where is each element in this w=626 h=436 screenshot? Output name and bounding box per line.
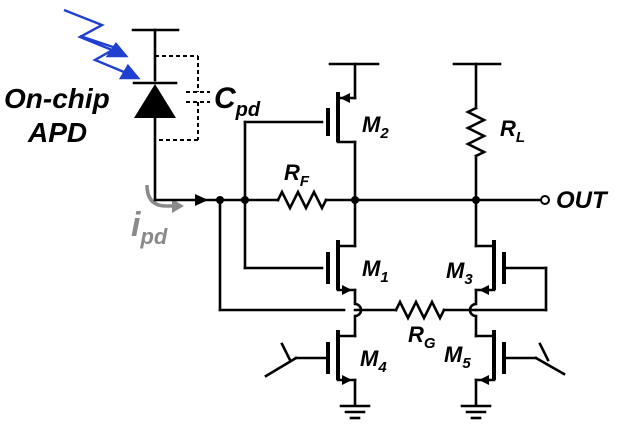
ground-icon	[339, 404, 371, 420]
switch-icon	[534, 342, 566, 376]
current-arrow-icon	[145, 184, 184, 213]
resistor-rl	[452, 62, 502, 202]
switch-icon	[264, 342, 298, 378]
input-node	[153, 120, 346, 312]
rl-label: RL	[500, 116, 525, 146]
resistor-rg	[353, 299, 548, 321]
out-label: OUT	[556, 187, 609, 214]
apd-label-line2: APD	[27, 117, 87, 148]
cpd-label: Cpd	[214, 82, 261, 121]
resistor-rf	[276, 189, 550, 211]
m1-label: M1	[362, 256, 389, 286]
transistor-m2	[326, 62, 380, 202]
rf-label: RF	[284, 160, 310, 190]
m2-label: M2	[362, 112, 389, 142]
m3-label: M3	[446, 258, 473, 288]
transistor-m5	[474, 330, 538, 407]
parasitic-capacitor	[155, 55, 210, 141]
ground-icon	[460, 404, 492, 420]
transistor-m3	[468, 198, 548, 338]
ipd-label: ipd	[131, 206, 168, 249]
photodiode-icon	[131, 28, 180, 202]
m4-label: M4	[360, 346, 387, 376]
transistor-m4	[294, 330, 357, 407]
m5-label: M5	[444, 342, 471, 372]
rg-label: RG	[408, 322, 436, 352]
apd-label-line1: On-chip	[4, 83, 110, 114]
light-ray-icon	[63, 8, 141, 80]
transistor-m1	[326, 198, 363, 338]
